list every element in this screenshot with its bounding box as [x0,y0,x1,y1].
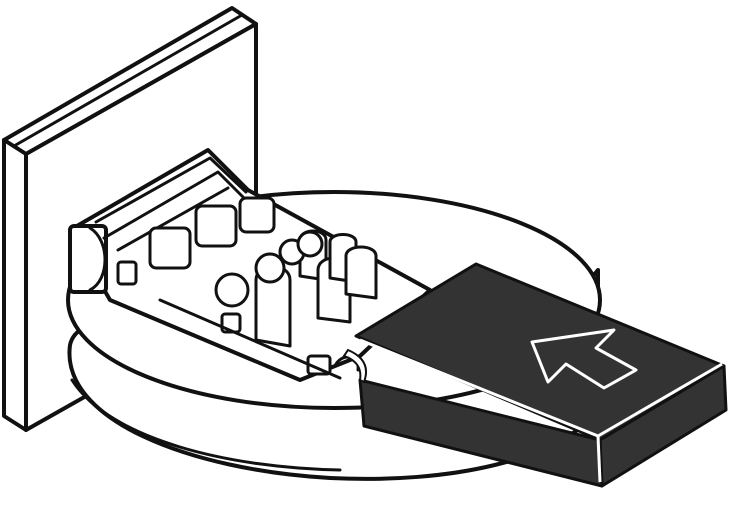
insert-direction-arrow-icon [530,328,638,390]
connector-module [68,148,432,382]
